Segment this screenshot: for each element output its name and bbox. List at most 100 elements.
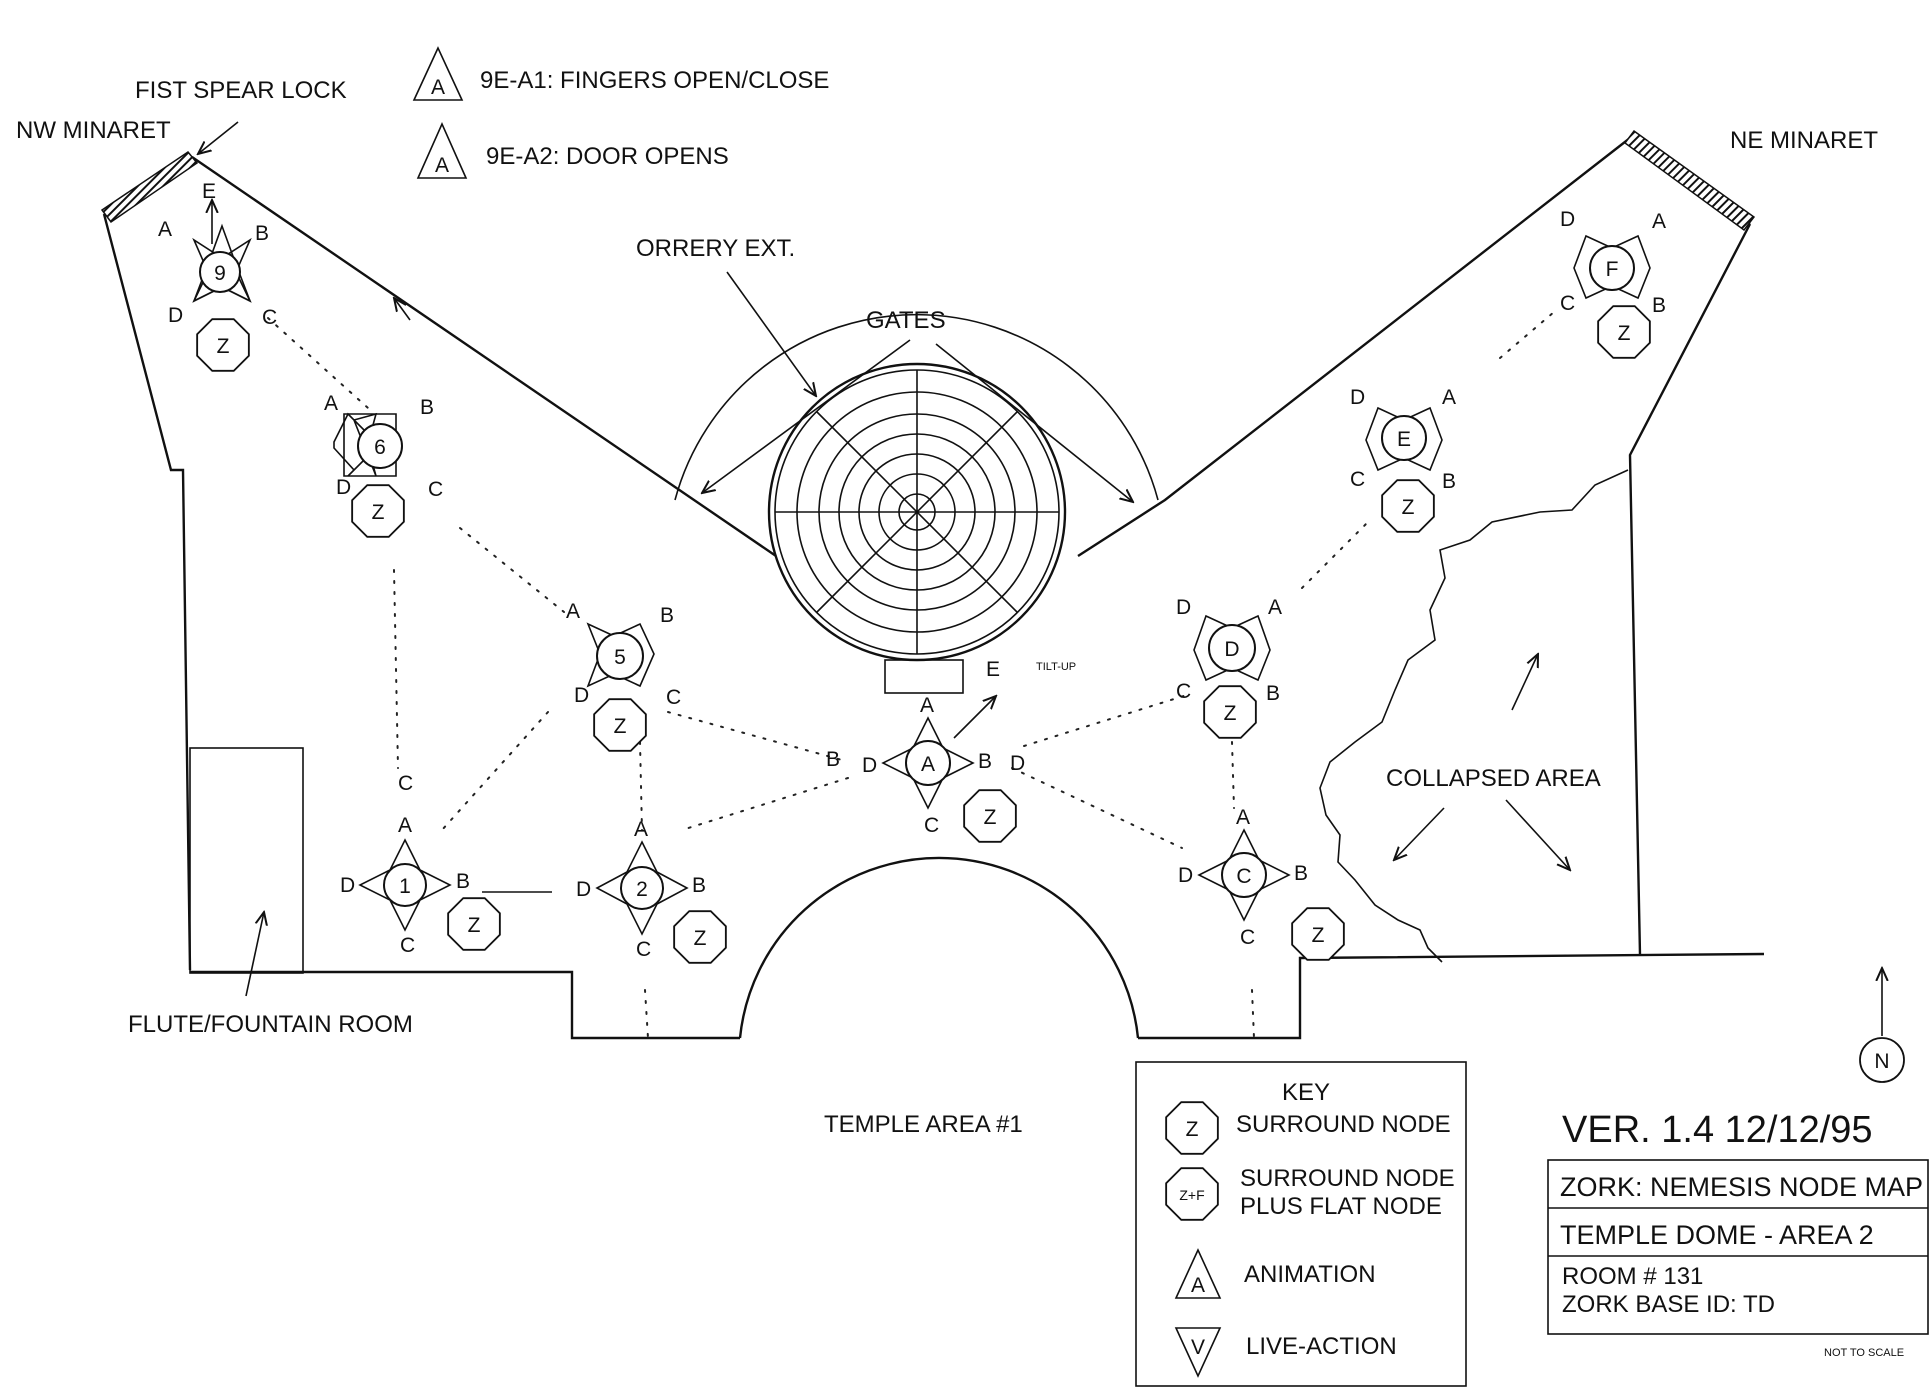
svg-text:A: A: [1191, 1274, 1205, 1297]
callout-arrows: [198, 121, 1882, 1036]
svg-text:C: C: [666, 686, 681, 709]
surround-node[interactable]: Z: [447, 897, 501, 951]
svg-text:D: D: [1176, 596, 1191, 619]
svg-text:B: B: [1652, 294, 1666, 317]
svg-text:C: C: [1176, 680, 1191, 703]
svg-text:A: A: [431, 76, 445, 99]
svg-text:D: D: [168, 304, 183, 327]
svg-text:C: C: [1240, 926, 1255, 949]
svg-text:Z: Z: [217, 335, 230, 358]
svg-text:Z: Z: [1618, 322, 1631, 345]
svg-text:SURROUND NODE: SURROUND NODE: [1236, 1111, 1451, 1138]
svg-text:D: D: [1350, 386, 1365, 409]
svg-text:B: B: [978, 750, 992, 773]
svg-text:V: V: [1191, 1336, 1205, 1359]
svg-text:9E-A2: DOOR OPENS: 9E-A2: DOOR OPENS: [486, 143, 729, 170]
svg-text:9E-A1: FINGERS OPEN/CLOSE: 9E-A1: FINGERS OPEN/CLOSE: [480, 67, 829, 94]
svg-text:C: C: [1236, 865, 1251, 888]
svg-text:A: A: [921, 753, 935, 776]
svg-text:KEY: KEY: [1282, 1079, 1330, 1106]
surround-node[interactable]: Z: [1597, 305, 1651, 359]
key-legend: KEY Z SURROUND NODE Z+F SURROUND NODE PL…: [1135, 1061, 1467, 1387]
svg-text:Z: Z: [984, 806, 997, 829]
svg-text:C: C: [400, 934, 415, 957]
svg-text:C: C: [398, 772, 413, 795]
surround-node[interactable]: Z: [1203, 685, 1257, 739]
svg-text:PLUS FLAT NODE: PLUS FLAT NODE: [1240, 1193, 1442, 1220]
svg-text:B: B: [692, 874, 706, 897]
svg-text:A: A: [435, 154, 449, 177]
collapsed-area-edge: [1319, 469, 1629, 963]
svg-text:ANIMATION: ANIMATION: [1244, 1261, 1376, 1288]
node-f[interactable]: F: [1573, 234, 1651, 300]
node-c[interactable]: C: [1197, 828, 1291, 922]
svg-text:D: D: [574, 684, 589, 707]
not-to-scale-note: NOT TO SCALE: [1824, 1347, 1904, 1359]
svg-text:D: D: [1224, 638, 1239, 661]
svg-text:D: D: [1560, 208, 1575, 231]
svg-text:D: D: [1178, 864, 1193, 887]
ne-minaret-cap: [1623, 129, 1756, 232]
collapsed-area-label: COLLAPSED AREA: [1386, 765, 1601, 792]
surround-node[interactable]: Z: [963, 789, 1017, 843]
node-2[interactable]: 2: [595, 840, 689, 936]
svg-text:Z: Z: [468, 914, 481, 937]
surround-node[interactable]: Z: [351, 484, 405, 538]
nw-minaret-cap: [100, 150, 199, 224]
svg-text:9: 9: [214, 262, 226, 285]
svg-text:B: B: [1266, 682, 1280, 705]
svg-text:B: B: [420, 396, 434, 419]
node-a[interactable]: A: [881, 716, 975, 810]
svg-text:D: D: [336, 476, 351, 499]
temple-area-label: TEMPLE AREA #1: [824, 1111, 1023, 1138]
node-connections: [267, 311, 1555, 1039]
svg-text:Z: Z: [1224, 702, 1237, 725]
svg-text:B: B: [456, 870, 470, 893]
surround-node[interactable]: Z: [673, 910, 727, 964]
svg-text:Z: Z: [372, 501, 385, 524]
svg-text:F: F: [1606, 258, 1619, 281]
svg-text:Z: Z: [1186, 1118, 1199, 1141]
svg-text:N: N: [1874, 1050, 1889, 1073]
svg-text:E: E: [202, 180, 216, 203]
nw-minaret-label: NW MINARET: [16, 117, 171, 144]
svg-text:C: C: [636, 938, 651, 961]
surround-node[interactable]: Z: [1291, 907, 1345, 961]
svg-text:B: B: [660, 604, 674, 627]
title-block: ZORK: NEMESIS NODE MAP TEMPLE DOME - ARE…: [1547, 1159, 1929, 1335]
svg-text:5: 5: [614, 646, 626, 669]
node-e[interactable]: E: [1365, 406, 1443, 472]
svg-text:ROOM # 131: ROOM # 131: [1562, 1263, 1703, 1290]
svg-text:D: D: [340, 874, 355, 897]
svg-text:B: B: [826, 748, 840, 771]
ne-minaret-label: NE MINARET: [1730, 127, 1878, 154]
surround-node[interactable]: Z: [196, 318, 250, 372]
svg-text:A: A: [1268, 596, 1282, 619]
svg-text:1: 1: [399, 875, 411, 898]
node-d[interactable]: D: [1193, 614, 1271, 682]
svg-text:A: A: [324, 392, 338, 415]
svg-text:D: D: [1010, 752, 1025, 775]
svg-text:D: D: [576, 878, 591, 901]
surround-node[interactable]: Z: [1381, 479, 1435, 533]
svg-text:Z: Z: [614, 715, 627, 738]
node-1[interactable]: 1: [358, 838, 452, 932]
svg-text:A: A: [1652, 210, 1666, 233]
svg-text:C: C: [428, 478, 443, 501]
node-6[interactable]: 6: [333, 412, 403, 477]
svg-text:A: A: [1442, 386, 1456, 409]
flute-fountain-room-label: FLUTE/FOUNTAIN ROOM: [128, 1011, 413, 1038]
svg-text:Z: Z: [694, 927, 707, 950]
orrery: [674, 313, 1159, 694]
node-5[interactable]: 5: [586, 622, 655, 688]
svg-text:E: E: [986, 658, 1000, 681]
svg-text:A: A: [398, 814, 412, 837]
orrery-ext-label: ORRERY EXT.: [636, 235, 795, 262]
surround-node[interactable]: Z: [593, 698, 647, 752]
tilt-up-label: TILT-UP: [1036, 661, 1076, 673]
svg-text:Z+F: Z+F: [1179, 1187, 1204, 1203]
svg-text:C: C: [262, 306, 277, 329]
svg-text:Z: Z: [1312, 924, 1325, 947]
node-9[interactable]: 9: [192, 223, 252, 303]
